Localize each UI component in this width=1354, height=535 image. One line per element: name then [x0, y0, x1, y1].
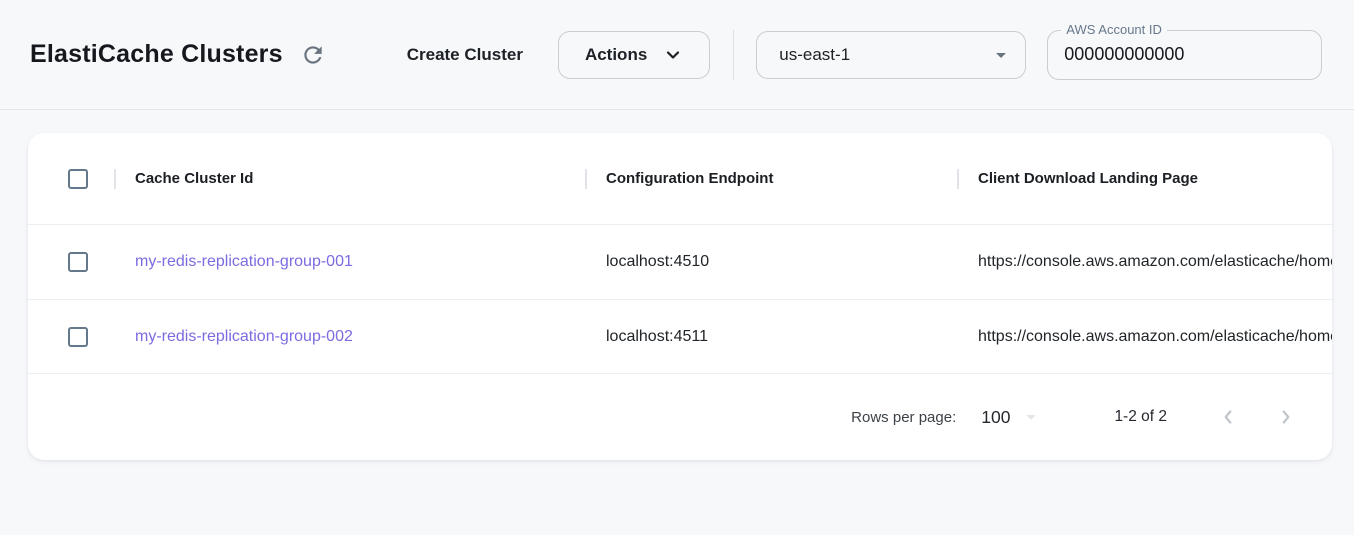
pagination-bar: Rows per page: 100 1-2 of 2	[28, 373, 1332, 460]
aws-account-id-label: AWS Account ID	[1061, 21, 1167, 37]
page-title: ElastiCache Clusters	[30, 40, 283, 68]
refresh-icon	[300, 42, 326, 68]
configuration-endpoint-cell: localhost:4510	[606, 253, 710, 270]
column-separator	[585, 168, 587, 189]
column-header-client-download-landing-page: Client Download Landing Page	[957, 168, 1332, 189]
table-header-row: Cache Cluster Id Configuration Endpoint …	[28, 133, 1332, 225]
triangle-down-icon	[1020, 406, 1042, 428]
triangle-down-icon	[989, 43, 1013, 67]
row-checkbox[interactable]	[68, 326, 88, 347]
cache-cluster-id-link[interactable]: my-redis-replication-group-001	[135, 253, 353, 270]
client-download-landing-page-cell: https://console.aws.amazon.com/elasticac…	[978, 327, 1332, 345]
column-separator	[957, 168, 959, 189]
row-checkbox[interactable]	[68, 252, 88, 272]
create-cluster-button[interactable]: Create Cluster	[406, 44, 523, 64]
column-separator	[114, 168, 116, 189]
select-all-checkbox[interactable]	[68, 168, 88, 189]
column-header-cache-cluster-id: Cache Cluster Id	[114, 168, 585, 189]
cache-cluster-id-link[interactable]: my-redis-replication-group-002	[135, 327, 353, 345]
previous-page-button[interactable]	[1215, 404, 1241, 430]
refresh-button[interactable]	[299, 41, 327, 69]
configuration-endpoint-cell: localhost:4511	[606, 327, 708, 345]
region-select[interactable]: us-east-1	[756, 30, 1027, 79]
rows-per-page-value: 100	[981, 406, 1011, 427]
chevron-left-icon	[1217, 406, 1239, 428]
client-download-landing-page-cell: https://console.aws.amazon.com/elasticac…	[978, 253, 1332, 270]
aws-account-id-field[interactable]: AWS Account ID	[1047, 21, 1323, 80]
actions-button-label: Actions	[584, 44, 648, 64]
actions-menu-button[interactable]: Actions	[557, 30, 711, 79]
rows-per-page-label: Rows per page:	[851, 408, 957, 426]
column-header-configuration-endpoint: Configuration Endpoint	[585, 168, 957, 189]
rows-per-page-select[interactable]: 100	[981, 406, 1042, 428]
next-page-button[interactable]	[1273, 404, 1299, 430]
topbar: ElastiCache Clusters Create Cluster Acti…	[0, 0, 1354, 110]
region-selected-value: us-east-1	[779, 44, 851, 64]
clusters-table-card: Cache Cluster Id Configuration Endpoint …	[28, 133, 1332, 460]
aws-account-id-input[interactable]	[1064, 44, 1306, 65]
table-row: my-redis-replication-group-002 localhost…	[28, 299, 1332, 373]
pagination-range-label: 1-2 of 2	[1114, 408, 1167, 425]
topbar-divider	[733, 29, 735, 80]
chevron-right-icon	[1275, 406, 1297, 428]
table-row: my-redis-replication-group-001 localhost…	[28, 225, 1332, 299]
chevron-down-icon	[663, 45, 683, 65]
